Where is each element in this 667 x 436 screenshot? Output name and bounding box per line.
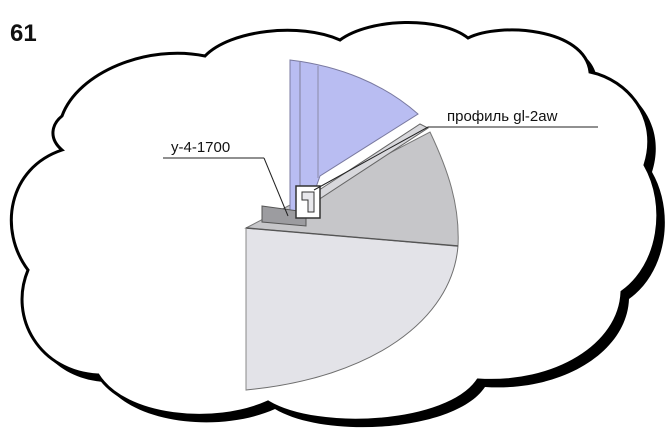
part-leader: [263, 157, 289, 217]
profile-leader: [313, 126, 429, 191]
u-profile-inner: [301, 191, 315, 213]
label-part: у-4-1700: [171, 139, 230, 156]
figure-number: 61: [10, 20, 37, 47]
front-face: [245, 227, 459, 391]
section-edge: [245, 227, 459, 247]
glass-panel: [289, 59, 419, 213]
section-cutaway: [244, 59, 459, 391]
label-profile: профиль gl-2aw: [447, 108, 558, 125]
leader-lines: [163, 126, 598, 217]
channel-groove: [261, 205, 307, 227]
